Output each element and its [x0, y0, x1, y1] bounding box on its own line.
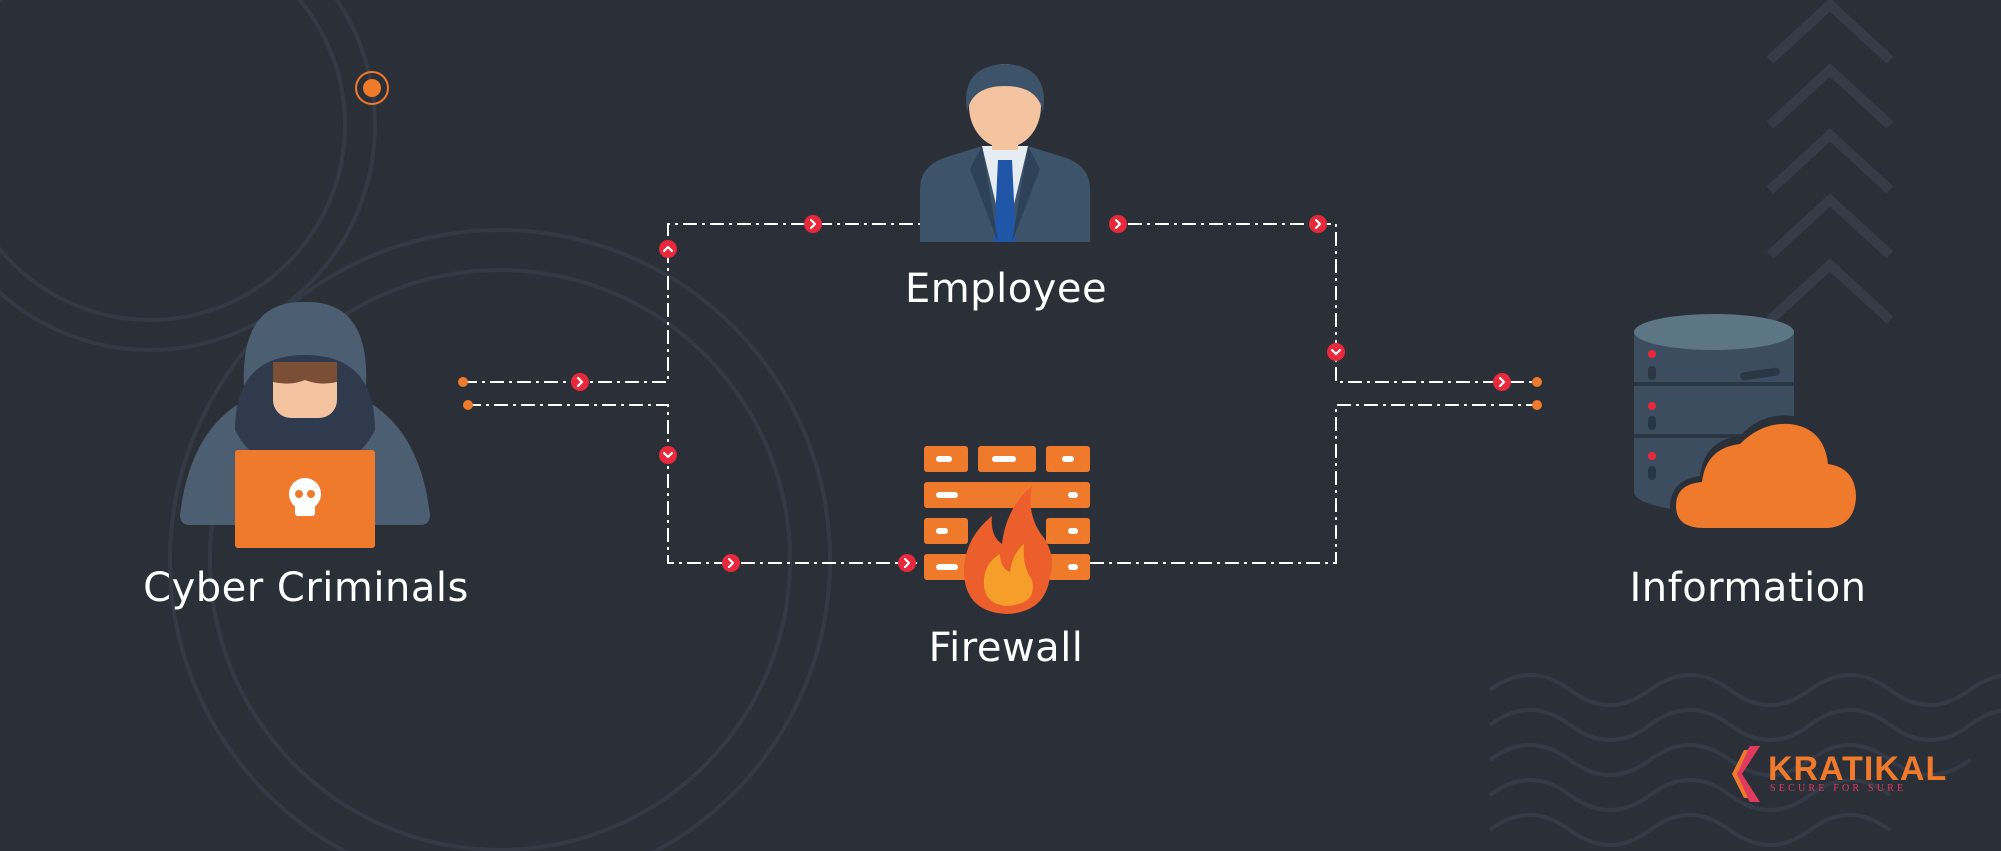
skull-icon [289, 478, 321, 516]
employee-icon [920, 64, 1090, 242]
logo-name: KRATIKAL [1768, 750, 1948, 788]
arrow-marker-icon [804, 215, 822, 233]
arrow-marker-icon [1327, 343, 1345, 361]
cyber-criminals-label: Cyber Criminals [143, 565, 469, 611]
arrow-marker-icon [1493, 373, 1511, 391]
firewall-icon [924, 446, 1090, 614]
arrow-marker-icon [659, 446, 677, 464]
arrow-marker-icon [898, 554, 916, 572]
arrow-marker-icon [722, 554, 740, 572]
logo-tagline: SECURE FOR SURE [1770, 783, 1907, 794]
information-label: Information [1629, 565, 1867, 611]
kratikal-logo-icon [1732, 746, 1760, 802]
firewall-label: Firewall [928, 625, 1084, 671]
arrow-marker-icon [571, 373, 589, 391]
database-cloud-icon [1634, 314, 1864, 534]
arrow-marker-icon [659, 240, 677, 258]
arrow-markers [571, 215, 1511, 572]
arrow-marker-icon [1309, 215, 1327, 233]
hacker-icon [180, 301, 430, 548]
arrow-marker-icon [1109, 215, 1127, 233]
employee-label: Employee [904, 266, 1108, 312]
